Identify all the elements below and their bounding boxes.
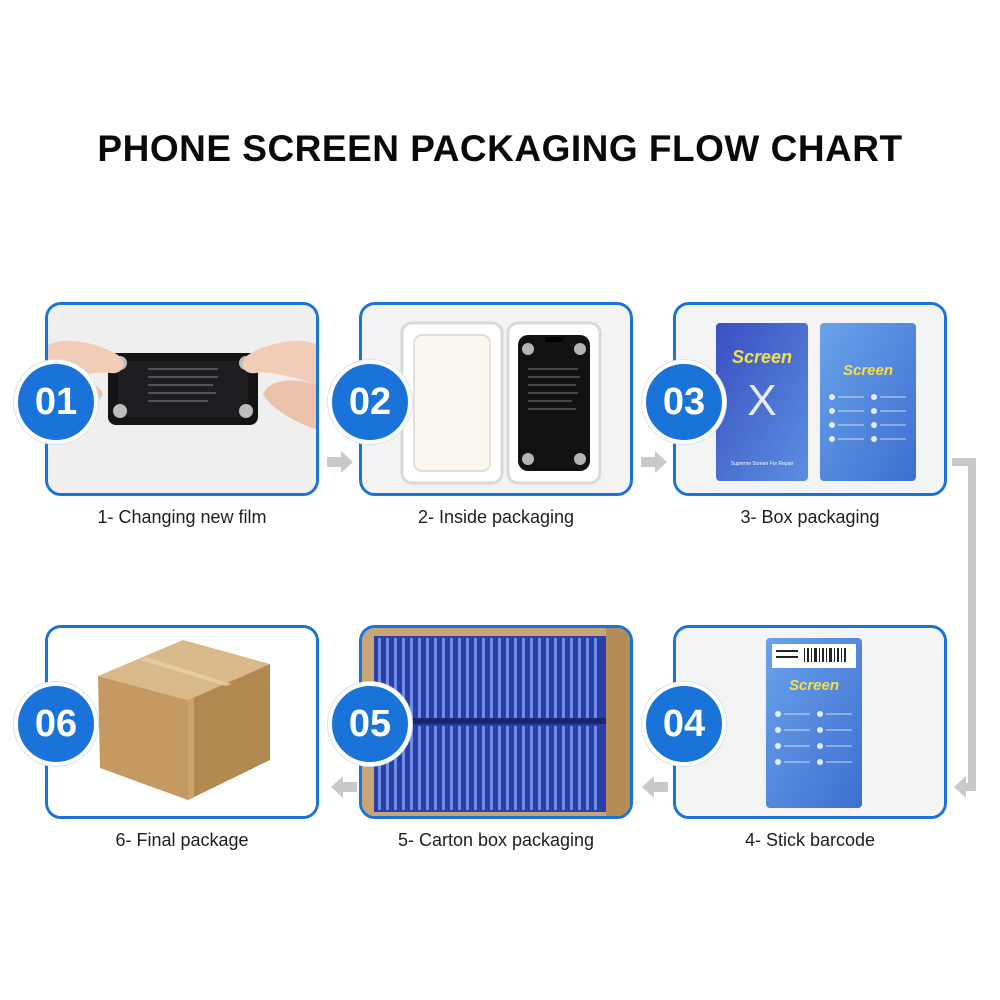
- box-brand-label: Screen: [732, 347, 792, 367]
- box-tagline-label: Supreme Screen For Repair: [731, 461, 794, 467]
- step-caption: 5- Carton box packaging: [397, 830, 595, 850]
- step-caption: 2- Inside packaging: [417, 507, 575, 527]
- step-number-badge: 05: [328, 682, 412, 766]
- box-brand-label: Screen: [843, 362, 893, 379]
- bracket-connector-icon: [952, 458, 976, 791]
- step-caption: 4- Stick barcode: [744, 830, 876, 850]
- page-title: PHONE SCREEN PACKAGING FLOW CHART: [97, 128, 903, 169]
- step-6-photo: [45, 625, 319, 819]
- box-model-label: X: [747, 376, 776, 425]
- step-caption: 1- Changing new film: [97, 507, 267, 527]
- step-number-badge: 06: [14, 682, 98, 766]
- step-caption: 6- Final package: [115, 830, 249, 850]
- box-brand-label: Screen: [789, 677, 839, 694]
- arrow-left-icon: [331, 776, 357, 798]
- step-number-badge: 03: [642, 360, 726, 444]
- step-1-photo: [45, 302, 319, 496]
- step-number-badge: 02: [328, 360, 412, 444]
- arrow-left-icon: [954, 776, 966, 798]
- step-number-badge: 01: [14, 360, 98, 444]
- step-number-badge: 04: [642, 682, 726, 766]
- step-2-photo: [359, 302, 633, 496]
- arrow-left-icon: [642, 776, 668, 798]
- arrow-right-icon: [327, 451, 353, 473]
- arrow-right-icon: [641, 451, 667, 473]
- step-caption: 3- Box packaging: [740, 507, 880, 527]
